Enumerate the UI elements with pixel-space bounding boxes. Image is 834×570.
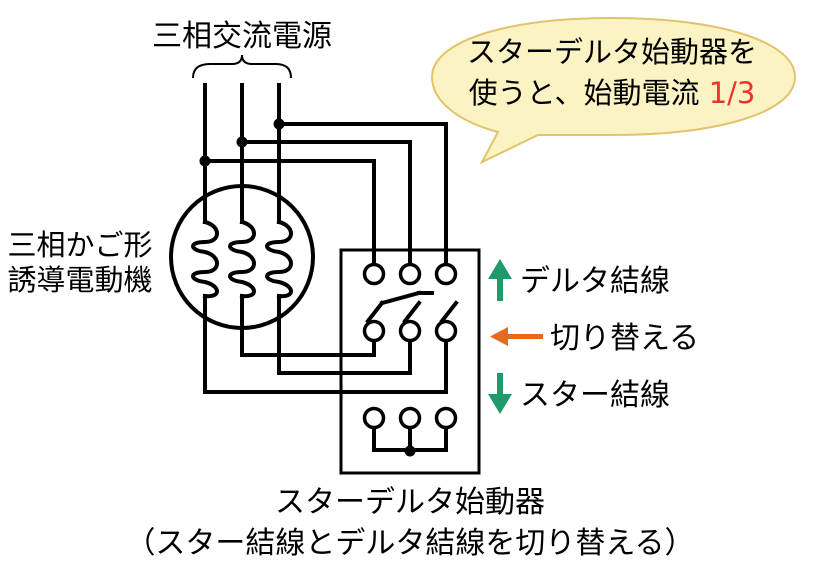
terminal-delta-2 — [398, 262, 422, 286]
coil-3-icon — [265, 219, 293, 299]
arrow-down-icon — [488, 373, 512, 414]
coil-2-icon — [228, 219, 256, 299]
coil-1-icon — [191, 219, 219, 299]
terminal-delta-3 — [434, 262, 458, 286]
terminal-common-1 — [362, 319, 386, 343]
tap-wire-1 — [203, 159, 376, 266]
terminal-common-2 — [398, 319, 422, 343]
terminal-star-1 — [362, 406, 386, 430]
switch-blade-2 — [402, 300, 422, 324]
power-source-label: 三相交流電源 — [152, 19, 332, 54]
star-neutral-dot — [404, 445, 416, 457]
starter-caption-line2: （スター結線とデルタ結線を切り替える） — [125, 526, 694, 561]
delta-label: デルタ結線 — [520, 264, 670, 299]
arrow-up-icon — [488, 259, 512, 301]
starter-caption-line1: スターデルタ始動器 — [275, 485, 545, 520]
switch-blade-3 — [439, 300, 459, 324]
terminal-common-3 — [434, 319, 458, 343]
callout-bubble: スターデルタ始動器を 使うと、始動電流 1/3 — [430, 16, 797, 165]
callout-current-ratio: 1/3 — [709, 76, 756, 110]
switch-label: 切り替える — [550, 321, 699, 356]
terminal-star-2 — [398, 406, 422, 430]
motor-label-line2: 誘導電動機 — [7, 263, 152, 297]
motor-label-line1: 三相かご形 — [7, 228, 152, 262]
star-label: スター結線 — [520, 378, 670, 413]
tap-wire-2 — [240, 140, 412, 266]
callout-line1: スターデルタ始動器を — [467, 35, 757, 69]
tap-wire-3 — [277, 122, 448, 266]
power-source-brace — [192, 54, 292, 79]
callout-line2: 使うと、始動電流 1/3 — [469, 76, 756, 110]
switch-gang-link — [379, 290, 422, 306]
switch-blade-1 — [365, 300, 385, 324]
coil-2-to-terminal — [240, 339, 376, 357]
terminal-star-3 — [434, 406, 458, 430]
arrow-left-icon — [490, 327, 543, 346]
callout-line2-prefix: 使うと、始動電流 — [469, 76, 709, 110]
starter-box — [339, 248, 481, 475]
coil-3-to-terminal — [277, 339, 412, 375]
terminal-delta-1 — [362, 262, 386, 286]
coil-1-to-terminal — [203, 339, 448, 394]
